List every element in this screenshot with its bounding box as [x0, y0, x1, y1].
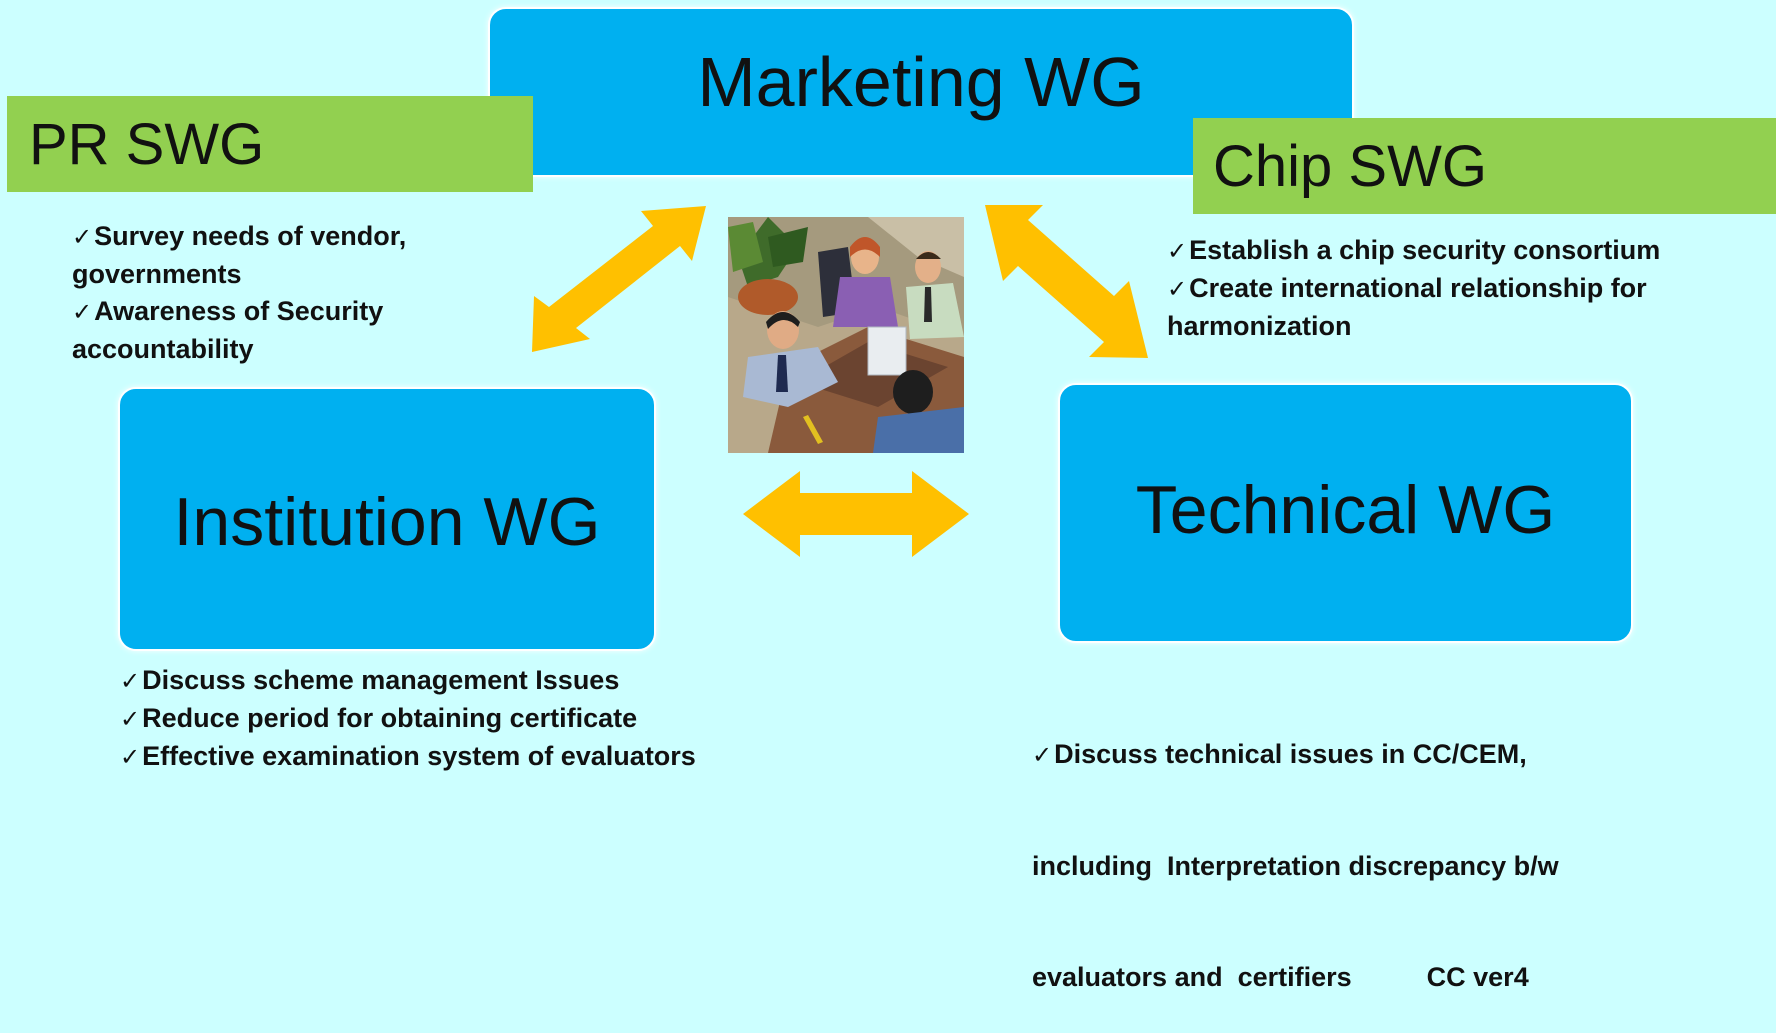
- institution-bullet-1: ✓Discuss scheme management Issues: [120, 665, 620, 695]
- pr-swg-label: PR SWG: [29, 111, 265, 177]
- check-icon: ✓: [120, 743, 141, 771]
- technical-bullets: ✓Discuss technical issues in CC/CEM, inc…: [1032, 662, 1559, 1033]
- pr-bullet-2: ✓Awareness of Security: [72, 296, 384, 326]
- connector-arrows: [532, 205, 1148, 557]
- pr-bullet-1: ✓Survey needs of vendor,: [72, 221, 407, 251]
- arrow-marketing-technical: [985, 205, 1148, 358]
- meeting-illustration: [728, 217, 964, 453]
- institution-bullet-3: ✓Effective examination system of evaluat…: [120, 741, 696, 771]
- check-icon: ✓: [1032, 741, 1053, 769]
- institution-bullet-2: ✓Reduce period for obtaining certificate: [120, 703, 638, 733]
- institution-wg-label: Institution WG: [173, 484, 601, 560]
- institution-wg-box: Institution WG: [118, 387, 656, 651]
- check-icon: ✓: [1167, 237, 1188, 265]
- check-icon: ✓: [1167, 275, 1188, 303]
- institution-bullets: ✓Discuss scheme management Issues ✓Reduc…: [120, 662, 696, 776]
- technical-bullet-1-cont: including Interpretation discrepancy b/w: [1032, 851, 1559, 881]
- check-icon: ✓: [72, 223, 93, 251]
- chip-bullet-2-cont: harmonization: [1167, 311, 1352, 341]
- check-icon: ✓: [72, 298, 93, 326]
- technical-wg-box: Technical WG: [1058, 383, 1633, 643]
- chip-bullets: ✓Establish a chip security consortium ✓C…: [1167, 232, 1660, 345]
- technical-bullet-1: ✓Discuss technical issues in CC/CEM,: [1032, 739, 1527, 769]
- chip-bullet-1: ✓Establish a chip security consortium: [1167, 235, 1661, 265]
- pr-swg-box: PR SWG: [7, 96, 533, 192]
- arrow-institution-technical: [743, 471, 969, 557]
- technical-bullet-1-cont2: evaluators and certifiers CC ver4: [1032, 962, 1529, 992]
- pr-bullet-2-cont: accountability: [72, 334, 254, 364]
- pr-bullet-1-cont: governments: [72, 259, 242, 289]
- pr-bullets: ✓Survey needs of vendor, governments ✓Aw…: [72, 218, 406, 368]
- arrow-institution-marketing: [532, 206, 706, 352]
- chip-bullet-2: ✓Create international relationship for: [1167, 273, 1647, 303]
- technical-wg-label: Technical WG: [1135, 472, 1556, 548]
- check-icon: ✓: [120, 705, 141, 733]
- chip-swg-box: Chip SWG: [1193, 118, 1776, 214]
- check-icon: ✓: [120, 667, 141, 695]
- marketing-wg-label: Marketing WG: [697, 43, 1145, 121]
- chip-swg-label: Chip SWG: [1213, 133, 1487, 199]
